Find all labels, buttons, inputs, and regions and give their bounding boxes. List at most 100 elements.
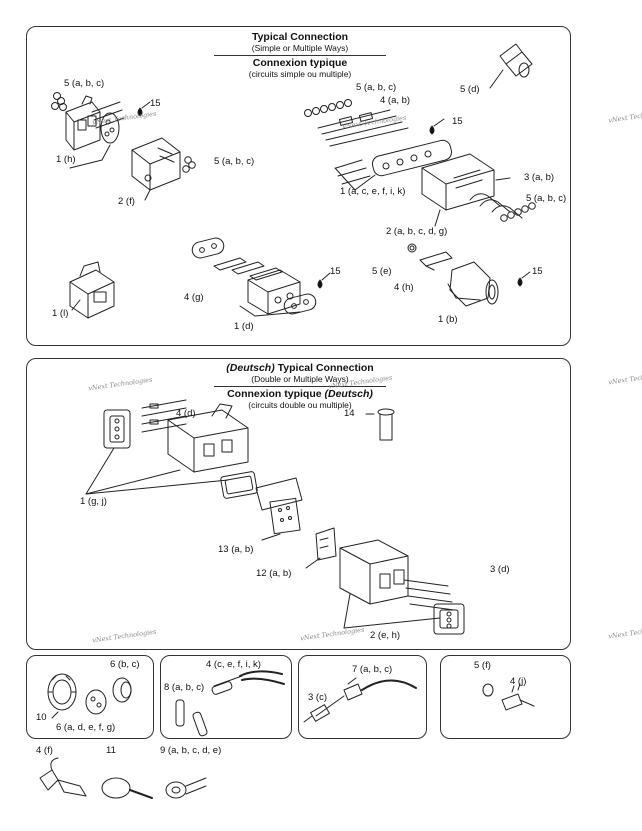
panel2-title-fr-text: Connexion typique xyxy=(227,388,325,400)
panel2-title-fr-brand: (Deutsch) xyxy=(324,388,373,400)
label-4g: 4 (g) xyxy=(184,292,204,303)
label-1gj: 1 (g, j) xyxy=(80,496,107,507)
panel2-title-en: (Deutsch) Typical Connection xyxy=(200,362,400,374)
ring-terminal-9-icon xyxy=(165,777,207,799)
contacts-4d-icon xyxy=(141,399,187,433)
terminal-4f-icon xyxy=(39,757,87,797)
label-5d: 5 (d) xyxy=(460,84,480,95)
box-pigtail xyxy=(298,655,427,739)
seal-oval-right-icon xyxy=(283,293,317,315)
box-terminals-sleeves xyxy=(160,655,292,739)
grommet-left-icon xyxy=(103,409,131,449)
label-8abc: 8 (a, b, c) xyxy=(164,682,205,693)
panel1-title-fr: Connexion typique xyxy=(252,57,348,69)
panel1-title-rule xyxy=(214,55,386,56)
connector-body-2f-icon xyxy=(131,137,181,191)
label-2abcdg: 2 (a, b, c, d, g) xyxy=(386,226,448,237)
seal-5f-icon xyxy=(482,683,494,697)
pin-14-icon xyxy=(377,408,395,441)
label-4ab: 4 (a, b) xyxy=(380,95,411,106)
label-4f: 4 (f) xyxy=(36,745,53,756)
label-14: 14 xyxy=(344,408,355,419)
panel2-title-rule xyxy=(214,386,386,387)
panel1-subtitle-fr: (circuits simple ou multiple) xyxy=(248,69,352,79)
panel-typical-connection xyxy=(26,26,571,346)
label-10: 10 xyxy=(36,712,47,723)
seal-washers-row-icon xyxy=(304,99,352,117)
pin-terminals-icon xyxy=(91,101,125,129)
plug-5d-icon xyxy=(499,43,533,78)
label-15-2: 15 xyxy=(452,116,463,127)
panel2-subtitle-fr: (circuits double ou multiple) xyxy=(248,400,352,410)
label-5e: 5 (e) xyxy=(372,266,392,277)
plug-seal-6adefg-icon xyxy=(85,689,107,715)
pigtail-7abc-icon xyxy=(303,679,417,723)
label-12ab: 12 (a, b) xyxy=(256,568,292,579)
connector-1l-icon xyxy=(69,261,115,319)
label-1l: 1 (l) xyxy=(52,308,69,319)
rubber-seal-disc-icon xyxy=(100,112,120,144)
grommet-right-icon xyxy=(433,603,465,635)
terminal-4h-icon xyxy=(419,251,453,271)
label-4cefik: 4 (c, e, f, i, k) xyxy=(206,659,261,670)
label-5abc-3: 5 (a, b, c) xyxy=(356,82,397,93)
panel2-title-brand: (Deutsch) xyxy=(226,362,275,374)
label-3ab: 3 (a, b) xyxy=(524,172,555,183)
label-3c: 3 (c) xyxy=(308,692,327,703)
label-6adefg: 6 (a, d, e, f, g) xyxy=(56,722,116,733)
seal-cap-10-icon xyxy=(47,673,77,711)
label-5abc-4: 5 (a, b, c) xyxy=(526,193,567,204)
label-1h: 1 (h) xyxy=(56,154,76,165)
label-5abc-1: 5 (a, b, c) xyxy=(64,78,105,89)
label-4d: 4 (d) xyxy=(176,408,196,419)
seal-washers-right-icon xyxy=(182,156,196,173)
box-small-parts xyxy=(440,655,571,739)
box-seals xyxy=(26,655,154,739)
water-drop-icon xyxy=(137,107,143,117)
label-1d: 1 (d) xyxy=(234,321,254,332)
connector-body-2abcdg-icon xyxy=(421,153,495,211)
panel-deutsch-connection xyxy=(26,358,571,650)
panel2-header: (Deutsch) Typical Connection (Double or … xyxy=(200,362,400,412)
panel1-title-en: Typical Connection xyxy=(251,31,349,43)
water-drop-icon xyxy=(517,277,523,287)
label-7abc: 7 (a, b, c) xyxy=(352,664,393,675)
seal-block-icon xyxy=(371,139,453,177)
face-seal-icon xyxy=(220,471,258,499)
spring-clips-3ab-icon xyxy=(469,193,523,219)
contacts-3d-icon xyxy=(403,579,455,611)
label-15-1: 15 xyxy=(150,98,161,109)
label-15-3: 15 xyxy=(330,266,341,277)
water-drop-icon xyxy=(429,125,435,135)
label-13ab: 13 (a, b) xyxy=(218,544,254,555)
terminal-strip-icon xyxy=(317,109,409,147)
receptacle-housing-icon xyxy=(167,403,249,473)
plug-cap-6bc-icon xyxy=(112,677,132,703)
sleeves-8abc-icon xyxy=(175,699,208,737)
label-1acefik: 1 (a, c, e, f, i, k) xyxy=(340,186,406,197)
label-2f: 2 (f) xyxy=(118,196,135,207)
panel2-subtitle-en: (Double or Multiple Ways) xyxy=(251,374,349,384)
terminal-4j-icon xyxy=(501,683,535,711)
label-2eh: 2 (e, h) xyxy=(370,630,401,641)
label-5f: 5 (f) xyxy=(474,660,491,671)
connector-housing-1h-icon xyxy=(65,95,101,151)
label-9abcde: 9 (a, b, c, d, e) xyxy=(160,745,222,756)
terminals-4g-icon xyxy=(213,257,283,281)
wedge-lock-12ab-icon xyxy=(315,527,337,561)
label-5abc-2: 5 (a, b, c) xyxy=(214,156,255,167)
panel2-title-fr: Connexion typique (Deutsch) xyxy=(200,388,400,400)
label-3d: 3 (d) xyxy=(490,564,510,575)
water-drop-icon xyxy=(317,279,323,289)
seal-washers-row-right-icon xyxy=(500,202,536,222)
seal-washers-icon xyxy=(51,92,67,111)
label-11: 11 xyxy=(106,745,116,756)
label-4j: 4 (j) xyxy=(510,676,527,687)
label-6bc: 6 (b, c) xyxy=(110,659,140,670)
cable-tie-11-icon xyxy=(101,777,153,799)
wedge-lock-13ab-icon xyxy=(255,477,303,535)
panel1-header: Typical Connection (Simple or Multiple W… xyxy=(200,31,400,91)
panel2-title-text: Typical Connection xyxy=(274,362,374,374)
seal-ring-5e-icon xyxy=(407,243,417,253)
